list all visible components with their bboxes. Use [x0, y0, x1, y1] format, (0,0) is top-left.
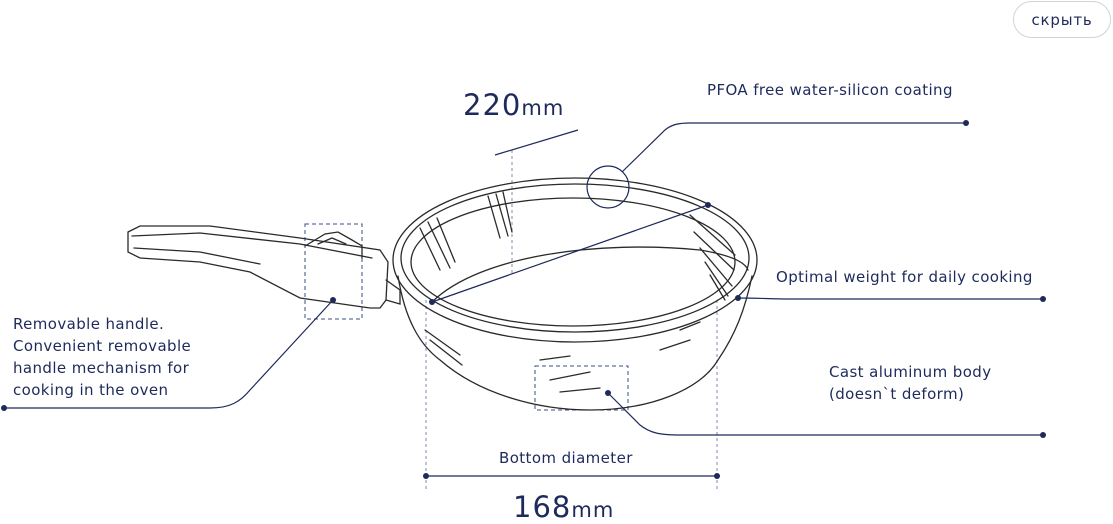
- top-diameter-value: 220: [463, 88, 522, 122]
- callout-lines: [4, 122, 1043, 477]
- weight-callout: Optimal weight for daily cooking: [776, 268, 1033, 286]
- top-diameter-dimension: 220mm: [463, 88, 564, 122]
- handle-callout: Removable handle. Convenient removable h…: [13, 313, 191, 401]
- body-callout-line2: (doesn`t deform): [829, 385, 965, 403]
- callout-dots: [1, 120, 1046, 479]
- hide-button[interactable]: скрыть: [1013, 1, 1111, 38]
- detail-frames: [304, 223, 629, 411]
- bottom-diameter-value: 168: [513, 490, 572, 524]
- dimension-guides: [425, 150, 718, 490]
- body-callout-line1: Cast aluminum body: [829, 363, 992, 381]
- body-callout: Cast aluminum body (doesn`t deform): [829, 361, 991, 405]
- bottom-diameter-dimension: 168mm: [513, 490, 614, 524]
- handle-callout-line1: Removable handle.: [13, 315, 165, 333]
- handle-callout-line2: Convenient removable: [13, 337, 192, 355]
- handle-callout-line4: cooking in the oven: [13, 381, 169, 399]
- handle-callout-line3: handle mechanism for: [13, 359, 190, 377]
- coating-callout: PFOA free water-silicon coating: [707, 81, 953, 99]
- pan-sketch: [127, 177, 758, 411]
- top-diameter-unit: mm: [521, 96, 565, 120]
- bottom-diameter-label: Bottom diameter: [499, 449, 633, 467]
- bottom-diameter-unit: mm: [571, 498, 615, 522]
